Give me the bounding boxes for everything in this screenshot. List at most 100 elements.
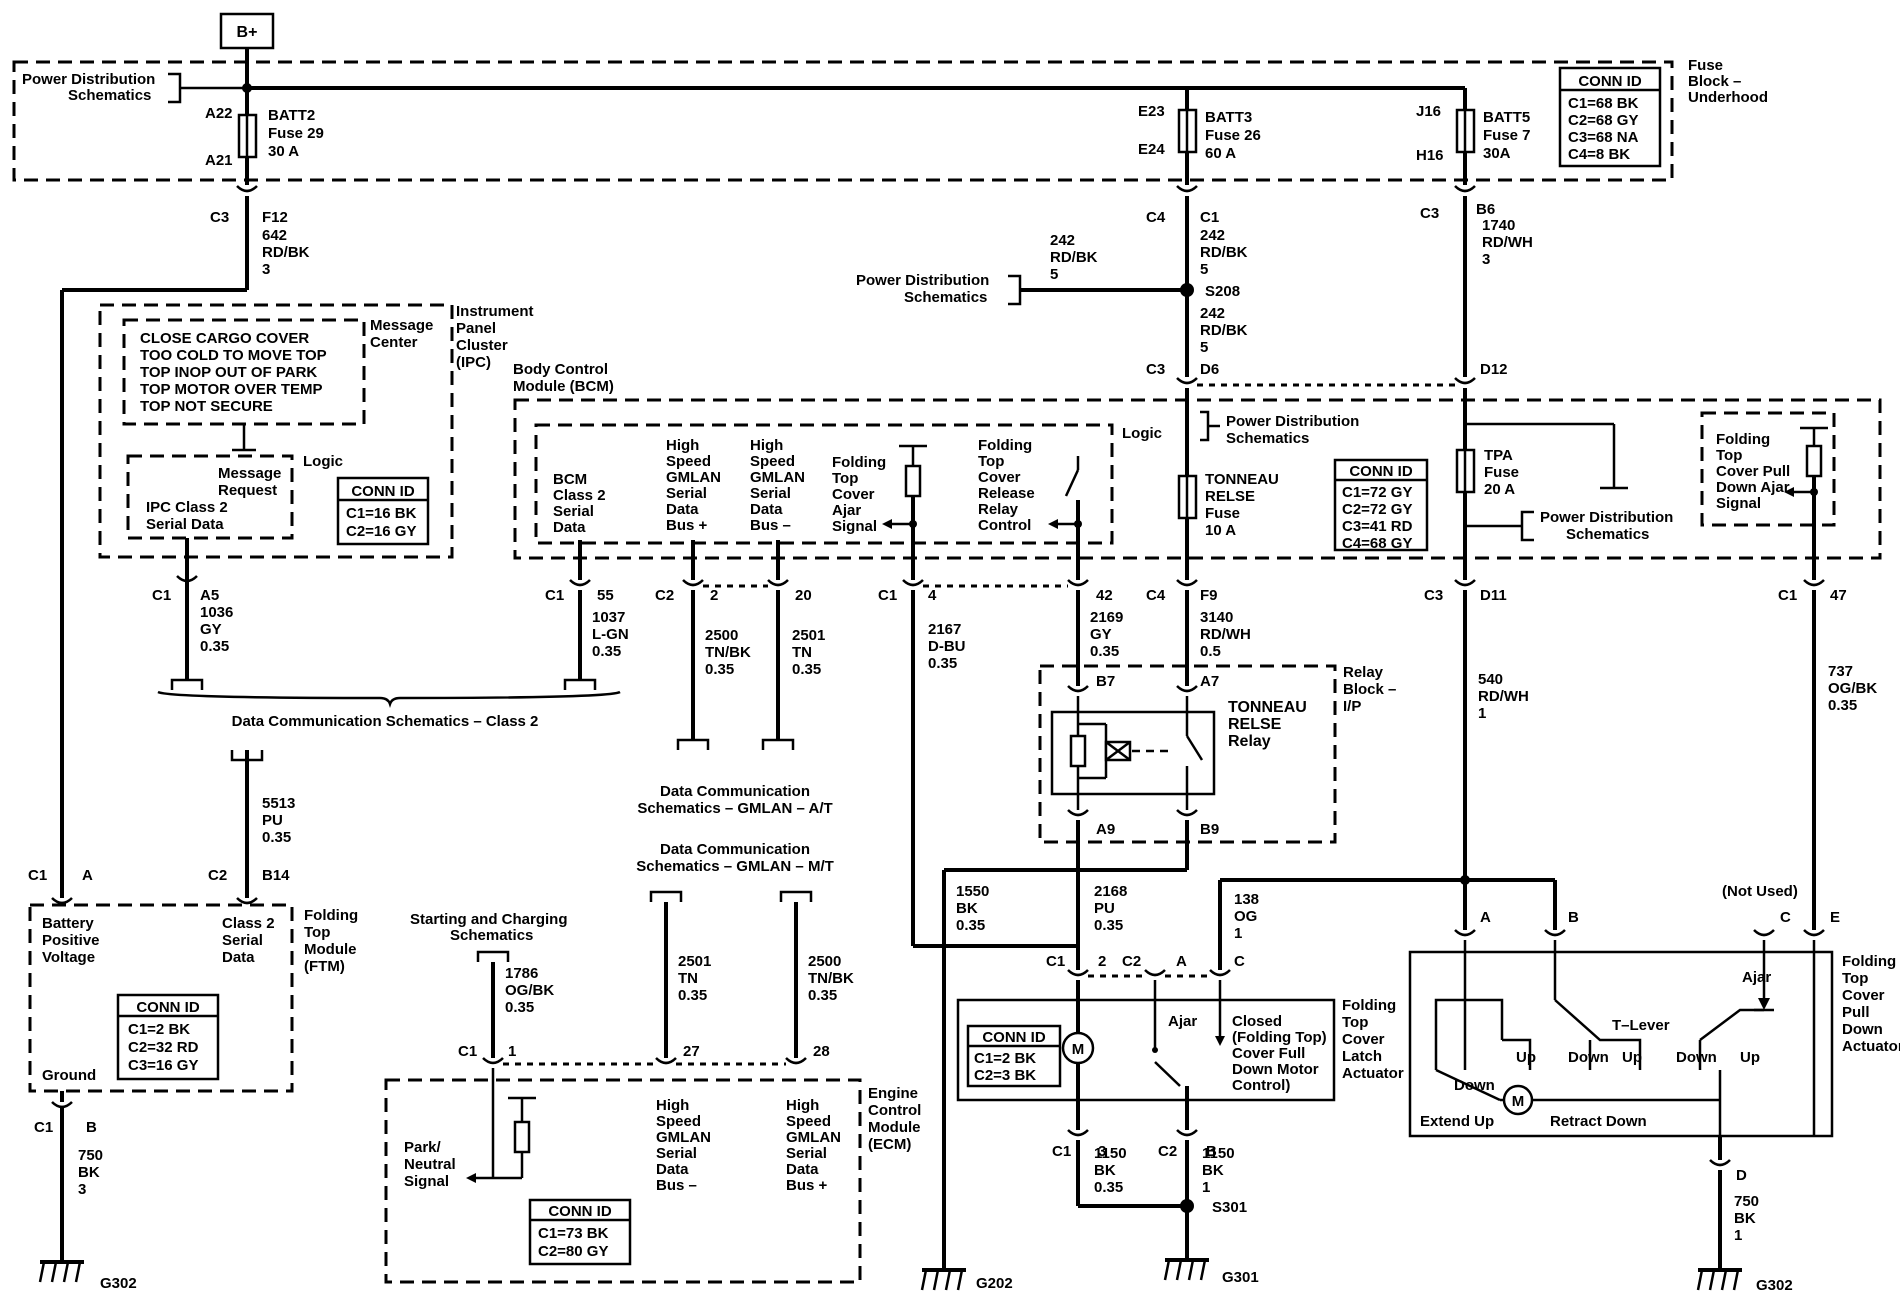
ecm-name-2: Control xyxy=(868,1102,921,1119)
fuse1-fuse: Fuse 29 xyxy=(268,125,324,142)
pull-up-1: Up xyxy=(1516,1049,1536,1066)
ecm-busp-3: GMLAN xyxy=(786,1129,841,1146)
w642-g: 3 xyxy=(262,261,270,278)
tpa-fuse-1: TPA xyxy=(1484,447,1513,464)
w750b-n: 750 xyxy=(1734,1193,1759,1210)
relay-block-2: Block – xyxy=(1343,681,1396,698)
tonneau-fuse-4: 10 A xyxy=(1205,522,1236,539)
pin-b14: B14 xyxy=(262,867,290,884)
pin-2: 2 xyxy=(710,587,718,604)
latch-closed-1: Closed xyxy=(1232,1013,1282,1030)
ipc-conn-2: C2=16 GY xyxy=(346,523,416,540)
ipc-msg-4: TOP MOTOR OVER TEMP xyxy=(140,381,323,398)
w2168-c: PU xyxy=(1094,900,1115,917)
pull-down-actuator-box xyxy=(1408,950,1834,1138)
bcm-conn-title: CONN ID xyxy=(1349,463,1413,480)
pin-27: 27 xyxy=(683,1043,700,1060)
fuse-block-label-2: Block – xyxy=(1688,73,1741,90)
bcm-name-2: Module (BCM) xyxy=(513,378,614,395)
latch-name-3: Cover xyxy=(1342,1031,1385,1048)
ftm-class2-2: Serial xyxy=(222,932,263,949)
ipc-conn-id-box xyxy=(336,476,430,546)
w737-g: 0.35 xyxy=(1828,697,1857,714)
bcm-col3-3: GMLAN xyxy=(750,469,805,486)
fuse3-name: BATT5 xyxy=(1483,109,1530,126)
w138-g: 1 xyxy=(1234,925,1242,942)
pds-s208-2: Schematics xyxy=(904,289,987,306)
ipc-conn-1: C1=16 BK xyxy=(346,505,417,522)
ecm-busm-4: Serial xyxy=(656,1145,697,1162)
w1150b-g: 1 xyxy=(1202,1179,1210,1196)
ecm-busp-5: Data xyxy=(786,1161,819,1178)
ftm-class2-1: Class 2 xyxy=(222,915,275,932)
bcm-col3-5: Data xyxy=(750,501,783,518)
bcm-conn-id-box xyxy=(1333,458,1429,552)
pin-c3: C3 xyxy=(210,209,229,226)
bcm-pds2-1: Power Distribution xyxy=(1540,509,1673,526)
bcm-border xyxy=(513,398,1882,560)
ftm-batt-2: Positive xyxy=(42,932,100,949)
ipc-name-4: (IPC) xyxy=(456,354,491,371)
pull-down-ajar-box xyxy=(1700,411,1836,527)
bcm-col5-3: Cover xyxy=(978,469,1021,486)
fuse-conn-id-title: CONN ID xyxy=(1578,73,1642,90)
latch-name-1: Folding xyxy=(1342,997,1396,1014)
pin-20: 20 xyxy=(795,587,812,604)
ftm-class2-3: Data xyxy=(222,949,255,966)
pin-gnd-b: B xyxy=(86,1119,97,1136)
pull-tlever: T–Lever xyxy=(1612,1017,1670,1034)
w750b-c: BK xyxy=(1734,1210,1756,1227)
relay-name-2: RELSE xyxy=(1228,716,1282,733)
ecm-busm-5: Data xyxy=(656,1161,689,1178)
pin-bcm-c1: C1 xyxy=(545,587,564,604)
ipc-name-1: Instrument xyxy=(456,303,534,320)
w2501b-n: 2501 xyxy=(678,953,711,970)
bcm-col1-4: Data xyxy=(553,519,586,536)
bcm-col1-3: Serial xyxy=(553,503,594,520)
bcm-col3-2: Speed xyxy=(750,453,795,470)
ftm-conn-1: C1=2 BK xyxy=(128,1021,190,1038)
pin-latch-c2-b: C2 xyxy=(1158,1143,1177,1160)
w242c-n: 242 xyxy=(1200,305,1225,322)
pin-d6: D6 xyxy=(1200,361,1219,378)
bcm-col2-6: Bus + xyxy=(666,517,708,534)
fuse3-amp: 30A xyxy=(1483,145,1511,162)
class2-brace xyxy=(157,690,621,708)
w1550-c: BK xyxy=(956,900,978,917)
pull-ajar-1: Folding xyxy=(1716,431,1770,448)
ftm-name-3: Module xyxy=(304,941,357,958)
pin-c1-47: C1 xyxy=(1778,587,1797,604)
ipc-logic: Logic xyxy=(303,453,343,470)
fuse2-fuse: Fuse 26 xyxy=(1205,127,1261,144)
pin-c2: C2 xyxy=(655,587,674,604)
w750a-g: 3 xyxy=(78,1181,86,1198)
w1786-n: 1786 xyxy=(505,965,538,982)
startchg-1: Starting and Charging xyxy=(410,911,568,928)
pin-c3-d6: C3 xyxy=(1146,361,1165,378)
ipc-class2-2: Serial Data xyxy=(146,516,224,533)
pin-55: 55 xyxy=(597,587,614,604)
fuse-conn-4: C4=8 BK xyxy=(1568,146,1630,163)
ftm-conn-2: C2=32 RD xyxy=(128,1039,199,1056)
pull-ajar-2: Top xyxy=(1716,447,1742,464)
ipc-msg-3: TOP INOP OUT OF PARK xyxy=(140,364,317,381)
w2168-n: 2168 xyxy=(1094,883,1127,900)
bcm-col2-1: High xyxy=(666,437,699,454)
fuse1-amp: 30 A xyxy=(268,143,299,160)
w2169-g: 0.35 xyxy=(1090,643,1119,660)
ground-g302a: G302 xyxy=(100,1275,137,1292)
relay-block-3: I/P xyxy=(1343,698,1361,715)
relay-name-1: TONNEAU xyxy=(1228,699,1307,716)
ecm-busp-1: High xyxy=(786,1097,819,1114)
bcm-col2-2: Speed xyxy=(666,453,711,470)
fuse-block-border xyxy=(12,60,1674,182)
w1037-n: 1037 xyxy=(592,609,625,626)
pin-28: 28 xyxy=(813,1043,830,1060)
ftm-conn-3: C3=16 GY xyxy=(128,1057,198,1074)
pin-b9: B9 xyxy=(1200,821,1219,838)
pin-ecm-1: 1 xyxy=(508,1043,516,1060)
ipc-logic-box xyxy=(126,454,294,540)
ipc-name-2: Panel xyxy=(456,320,496,337)
w242b-c: RD/BK xyxy=(1200,244,1248,261)
startchg-2: Schematics xyxy=(450,927,533,944)
